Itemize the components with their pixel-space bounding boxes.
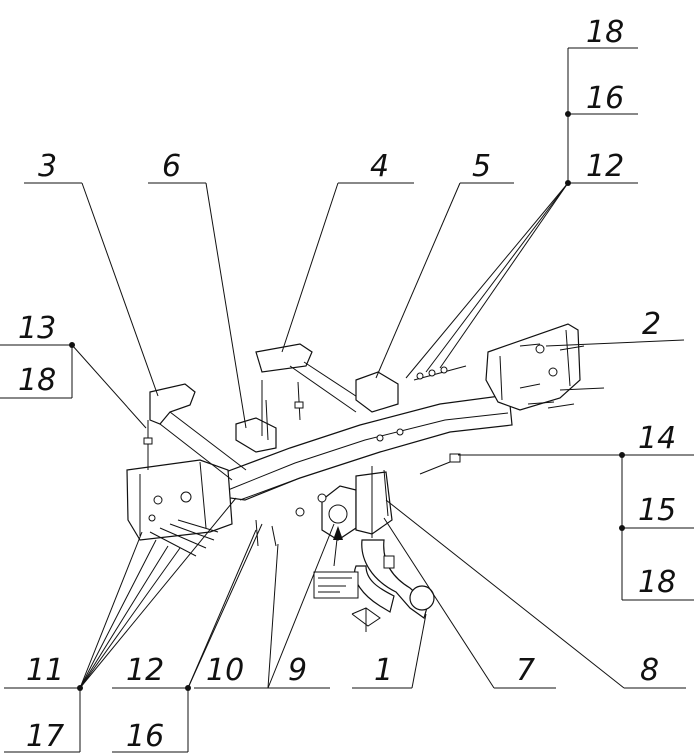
label-15: 15: [638, 493, 676, 528]
label-5: 5: [472, 149, 491, 184]
label-9: 9: [288, 653, 307, 688]
label-13: 13: [18, 311, 56, 346]
label-18-right: 18: [638, 565, 676, 600]
label-8: 8: [640, 653, 659, 688]
label-18-top: 18: [586, 15, 624, 50]
left-bolts: [149, 519, 277, 557]
label-16-bottom: 16: [126, 719, 164, 754]
label-18-left: 18: [18, 363, 56, 398]
label-12-top: 12: [586, 149, 624, 184]
label-7: 7: [516, 653, 535, 688]
label-16-top: 16: [586, 81, 624, 116]
right-bolts: [413, 343, 605, 475]
mounting-plate-3: [149, 383, 196, 425]
callout-lines: [0, 47, 694, 753]
left-side-bracket: [126, 459, 233, 541]
label-11: 11: [26, 653, 64, 688]
label-2: 2: [642, 307, 661, 342]
hitch-receiver: [355, 471, 393, 535]
label-10: 10: [206, 653, 244, 688]
label-6: 6: [162, 149, 181, 184]
label-3: 3: [38, 149, 57, 184]
bolt-set: [143, 380, 304, 470]
mounting-bracket-6: [235, 417, 277, 453]
mounting-plate-5: [355, 371, 399, 413]
callout-labels: 18 16 12 3 6 4 5 2 13 18 14 15 18 11 17 …: [18, 15, 676, 754]
socket-label-plate: [313, 571, 359, 599]
tow-ball: [409, 585, 435, 611]
callout-junction-dots: [69, 111, 625, 691]
mounting-plate-4: [255, 343, 313, 373]
label-14: 14: [638, 421, 676, 456]
label-12-bottom: 12: [126, 653, 164, 688]
label-17: 17: [26, 719, 64, 754]
tow-bar-assembly: [126, 323, 605, 632]
label-1: 1: [374, 653, 393, 688]
label-4: 4: [370, 149, 389, 184]
